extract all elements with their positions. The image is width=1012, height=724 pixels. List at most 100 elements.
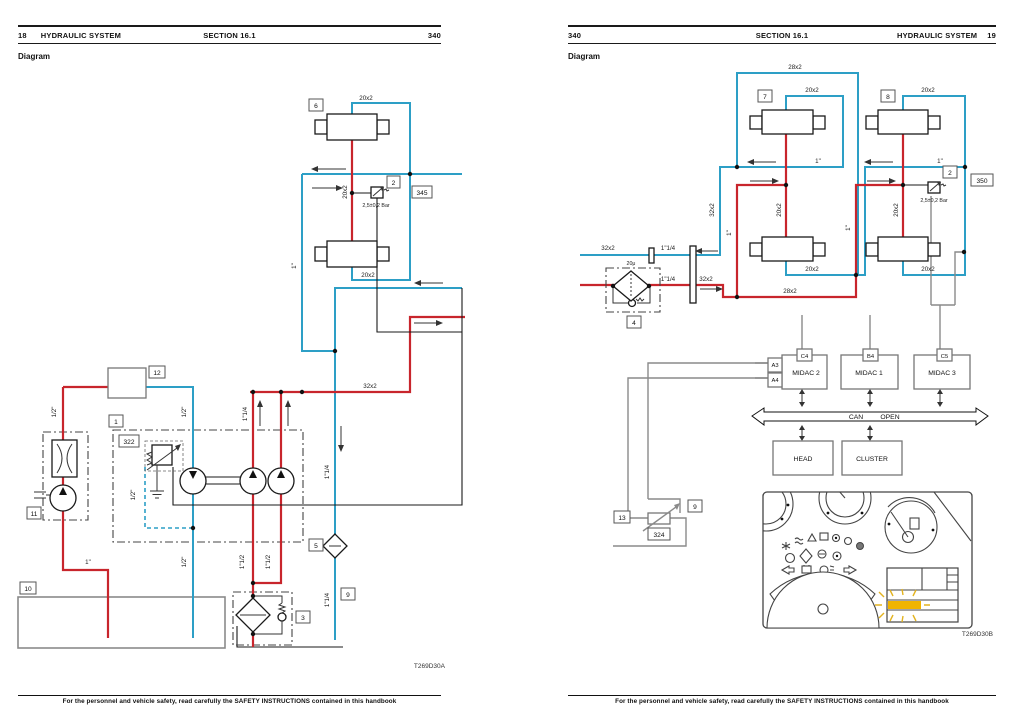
callout-322: 322 bbox=[123, 439, 134, 446]
folio-number: 340 bbox=[427, 30, 441, 40]
right-figure-caption: T269D30B bbox=[961, 631, 993, 638]
cylinder-lower bbox=[314, 240, 390, 268]
safety-note: For the personnel and vehicle safety, re… bbox=[615, 698, 949, 705]
gauge-right bbox=[884, 497, 938, 554]
pressure-lines bbox=[61, 140, 465, 647]
pipe-size-label: 1" bbox=[845, 225, 852, 231]
callout-11: 11 bbox=[31, 511, 38, 518]
pipe-size-label: 20x2 bbox=[361, 272, 375, 279]
pipe-size-label: 1" bbox=[85, 559, 91, 566]
cylinder-lower-left bbox=[749, 236, 826, 262]
module-label: MIDAC 1 bbox=[855, 370, 883, 377]
pipe-size-label: 20x2 bbox=[893, 203, 900, 217]
pipe-size-label: 20x2 bbox=[921, 266, 935, 273]
node-label: HEAD bbox=[794, 456, 813, 463]
suction-filter-3 bbox=[235, 595, 287, 635]
pipe-size-label: 1/2" bbox=[181, 407, 188, 418]
cylinder-8 bbox=[865, 109, 941, 135]
pipe-size-label: 1/2" bbox=[130, 490, 137, 501]
flow-arrows bbox=[695, 159, 896, 292]
section-ref: SECTION 16.1 bbox=[203, 30, 256, 40]
bus-link-arrows bbox=[799, 389, 943, 441]
connector-label: C4 bbox=[801, 354, 809, 360]
pipe-size-label: 28x2 bbox=[788, 64, 802, 71]
pipe-size-label: 1"1/4 bbox=[242, 406, 249, 421]
right-diagram-heading: Diagram bbox=[568, 52, 601, 61]
pipe-labels: 28x2 20x2 20x2 20x2 20x2 1" 1" 1" 1" 32x… bbox=[601, 64, 948, 295]
relief-valve-2 bbox=[927, 181, 947, 194]
callout-9: 9 bbox=[346, 592, 350, 599]
pipe-size-label: 1"1/2 bbox=[265, 554, 272, 569]
return-lines bbox=[144, 102, 462, 640]
pipe-size-label: 1" bbox=[291, 263, 298, 269]
inline-filter-5 bbox=[322, 533, 348, 559]
steering-pump-11 bbox=[34, 439, 78, 512]
pump-unit-enclosure bbox=[112, 429, 304, 543]
callout-2: 2 bbox=[392, 180, 396, 187]
flow-arrows bbox=[257, 166, 443, 452]
steering-pump-enclosure bbox=[42, 431, 89, 521]
pipe-size-label: 20x2 bbox=[805, 266, 819, 273]
oil-tank bbox=[17, 596, 226, 649]
pipe-size-label: 1"1/4 bbox=[324, 592, 331, 607]
regulator-valve-322 bbox=[144, 440, 184, 499]
level-sender-324 bbox=[642, 503, 680, 532]
pipe-size-label: 1/2" bbox=[181, 557, 188, 568]
page-number: 18 bbox=[18, 30, 27, 40]
cylinder-lower-right bbox=[865, 236, 941, 262]
steering-column bbox=[766, 571, 880, 628]
callout-8: 8 bbox=[886, 94, 890, 101]
pipe-size-label: 1" bbox=[937, 158, 943, 165]
chapter-title: HYDRAULIC SYSTEM bbox=[40, 30, 122, 40]
pipe-size-label: 20x2 bbox=[921, 87, 935, 94]
callout-350: 350 bbox=[976, 178, 987, 185]
valve-setting-label: 2,5±0,2 Bar bbox=[920, 198, 948, 204]
connector-label: A3 bbox=[771, 363, 778, 369]
midac-1-module: MIDAC 1 B4 bbox=[840, 348, 899, 390]
pipe-size-label: 1" bbox=[815, 158, 821, 165]
module-label: MIDAC 3 bbox=[928, 370, 956, 377]
connector-label: C5 bbox=[941, 354, 948, 360]
page-number: 19 bbox=[987, 30, 996, 40]
section-ref: SECTION 16.1 bbox=[755, 30, 809, 40]
callout-9: 9 bbox=[693, 504, 697, 511]
pipe-size-label: 1"1/4 bbox=[661, 245, 676, 252]
return-lines bbox=[580, 72, 966, 276]
callout-1: 1 bbox=[114, 419, 118, 426]
midac-2-module: MIDAC 2 A3 A4 C4 bbox=[767, 348, 828, 390]
connector-label: A4 bbox=[771, 378, 779, 384]
pipe-size-label: 32x2 bbox=[709, 203, 716, 217]
can-bus: CAN OPEN bbox=[751, 407, 989, 426]
highlight-rays bbox=[875, 588, 930, 623]
callouts: 7 8 2 350 4 13 324 9 bbox=[613, 89, 994, 541]
pipe-size-label: 28x2 bbox=[783, 288, 797, 295]
pressure-filter-4 bbox=[605, 267, 661, 313]
pipe-size-label: 1" bbox=[726, 230, 733, 236]
valve-setting-label: 2,5±0,2 Bar bbox=[362, 203, 390, 209]
tank-return-trough bbox=[236, 626, 343, 648]
callout-7: 7 bbox=[763, 94, 767, 101]
gauge-left bbox=[763, 492, 794, 532]
left-hydraulic-diagram: 6 2 345 12 1 322 11 10 3 5 9 20x2 20x2 2… bbox=[17, 95, 465, 649]
module-label: MIDAC 2 bbox=[792, 370, 820, 377]
safety-note: For the personnel and vehicle safety, re… bbox=[62, 698, 397, 705]
callout-3: 3 bbox=[301, 615, 305, 622]
left-figure-caption: T269D30A bbox=[413, 663, 445, 670]
right-page-header: 340 SECTION 16.1 HYDRAULIC SYSTEM 19 bbox=[568, 25, 996, 44]
chapter-title: HYDRAULIC SYSTEM bbox=[896, 30, 978, 40]
bulkhead-plate bbox=[689, 245, 697, 304]
callout-324: 324 bbox=[653, 532, 664, 539]
bus-label-open: OPEN bbox=[880, 414, 899, 421]
midac-3-module: MIDAC 3 C5 bbox=[913, 348, 971, 390]
pipe-size-label: 1"1/4 bbox=[324, 464, 331, 479]
pipe-size-label: 20x2 bbox=[776, 203, 783, 217]
head-node: HEAD bbox=[772, 440, 834, 476]
pipe-size-label: 1/2" bbox=[51, 407, 58, 418]
bus-label-can: CAN bbox=[849, 414, 863, 421]
heat-exchanger-12 bbox=[107, 367, 147, 399]
callout-2: 2 bbox=[948, 170, 952, 177]
junction-dots bbox=[190, 171, 413, 637]
pipe-size-label: 1"1/2 bbox=[239, 554, 246, 569]
suction-filter-enclosure bbox=[232, 591, 293, 646]
